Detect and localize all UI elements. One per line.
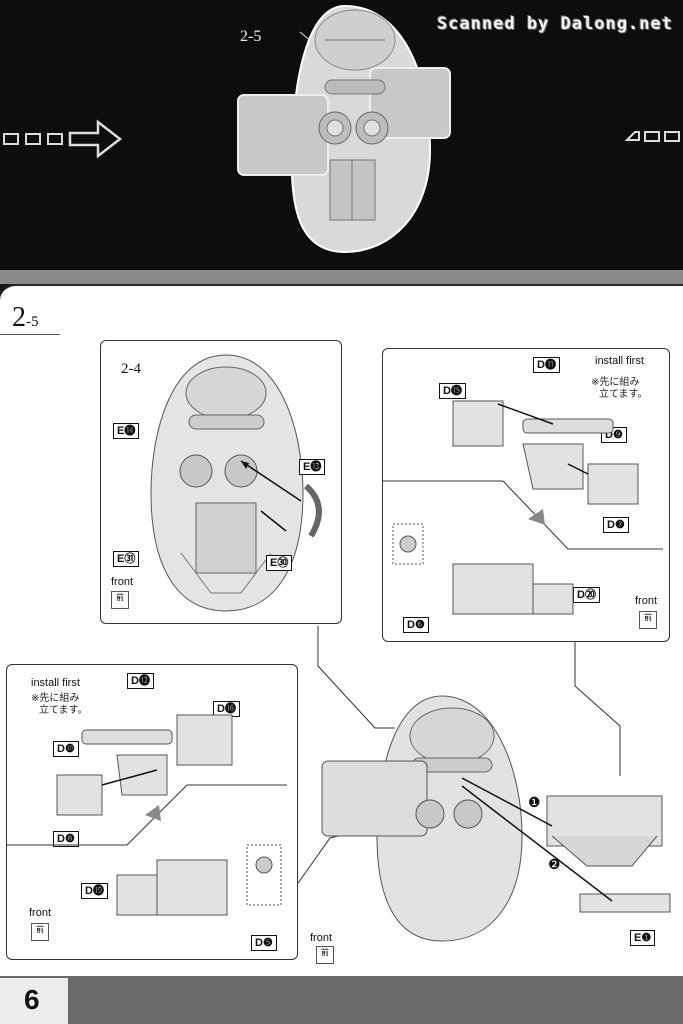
section-divider [0, 270, 683, 284]
part-tag-d7: D❼ [603, 517, 629, 533]
part-tag-e31: E㉛ [113, 551, 140, 567]
part-tag-d6: D❻ [403, 617, 429, 633]
front-label: front [29, 907, 52, 919]
panel-step-ref: 2-4 [121, 361, 141, 377]
jp-note-line1: ※先に組み [31, 693, 80, 704]
part-tag-d8: D❽ [53, 831, 79, 847]
parts-d-left-illustration [7, 714, 287, 916]
top-ship-illustration [237, 4, 451, 254]
front-direction-icon: 前 [316, 946, 334, 964]
top-band: Scanned by Dalong.net 2-5 [0, 0, 683, 270]
jp-note-line2: 立てます。 [599, 389, 648, 400]
part-tag-e14: E⓮ [113, 423, 140, 439]
panel-parts-d-left: install first ※先に組み 立てます。 D⓬ D⓰ D❿ D❽ D⓳… [6, 664, 298, 960]
part-tag-d10: D❿ [53, 741, 79, 757]
front-direction-icon: 前 [31, 923, 49, 941]
part-e13-illustration [303, 483, 322, 538]
assembly-step-1: ❶ [528, 794, 541, 810]
part-tag-e1: E❶ [630, 930, 656, 946]
assembly-arrows [240, 460, 302, 532]
page-number-box [0, 978, 68, 1024]
part-tag-d19: D⓳ [81, 883, 108, 899]
step-sub: -5 [26, 314, 39, 330]
part-tag-e30: E㉚ [266, 555, 293, 571]
top-step-ref: 2-5 [240, 28, 262, 45]
page-number: 6 [24, 984, 40, 1015]
scan-credit: Scanned by Dalong.net [437, 14, 673, 34]
panel-parts-d-right: install first ※先に組み 立てます。 D⓫ D⓯ D❾ D❼ D⑳… [382, 348, 670, 642]
part-tag-d5: D❺ [251, 935, 277, 951]
step-heading: 2-5 [12, 302, 39, 334]
install-first-label: install first [595, 355, 644, 367]
front-label: front [635, 595, 658, 607]
jp-note-line2: 立てます。 [39, 705, 88, 716]
arrow-right-icon [3, 119, 123, 159]
panel-parts-e: 2-4 E⓮ E⓭ E㉛ E㉚ front 前 [100, 340, 342, 624]
step-heading-rule [0, 334, 60, 335]
install-first-label: install first [31, 677, 80, 689]
bottom-band [0, 976, 683, 1024]
part-tag-e13: E⓭ [299, 459, 326, 475]
front-label: front [111, 576, 134, 588]
arrow-left-icon [624, 131, 680, 142]
instruction-page: 2-5 2-4 E⓮ E⓭ E㉛ E㉚ front 前 [0, 284, 683, 976]
front-direction-icon: 前 [639, 611, 657, 629]
front-label: front [310, 932, 333, 944]
step-number: 2 [12, 302, 26, 333]
parts-d-right-illustration [383, 400, 663, 615]
front-direction-icon: 前 [111, 591, 129, 609]
main-assembly-illustration [321, 695, 671, 942]
assembly-step-2: ❷ [548, 856, 561, 872]
part-tag-d15: D⓯ [439, 383, 466, 399]
part-tag-d11: D⓫ [533, 357, 560, 373]
jp-note-line1: ※先に組み [591, 377, 640, 388]
part-tag-d12: D⓬ [127, 673, 154, 689]
